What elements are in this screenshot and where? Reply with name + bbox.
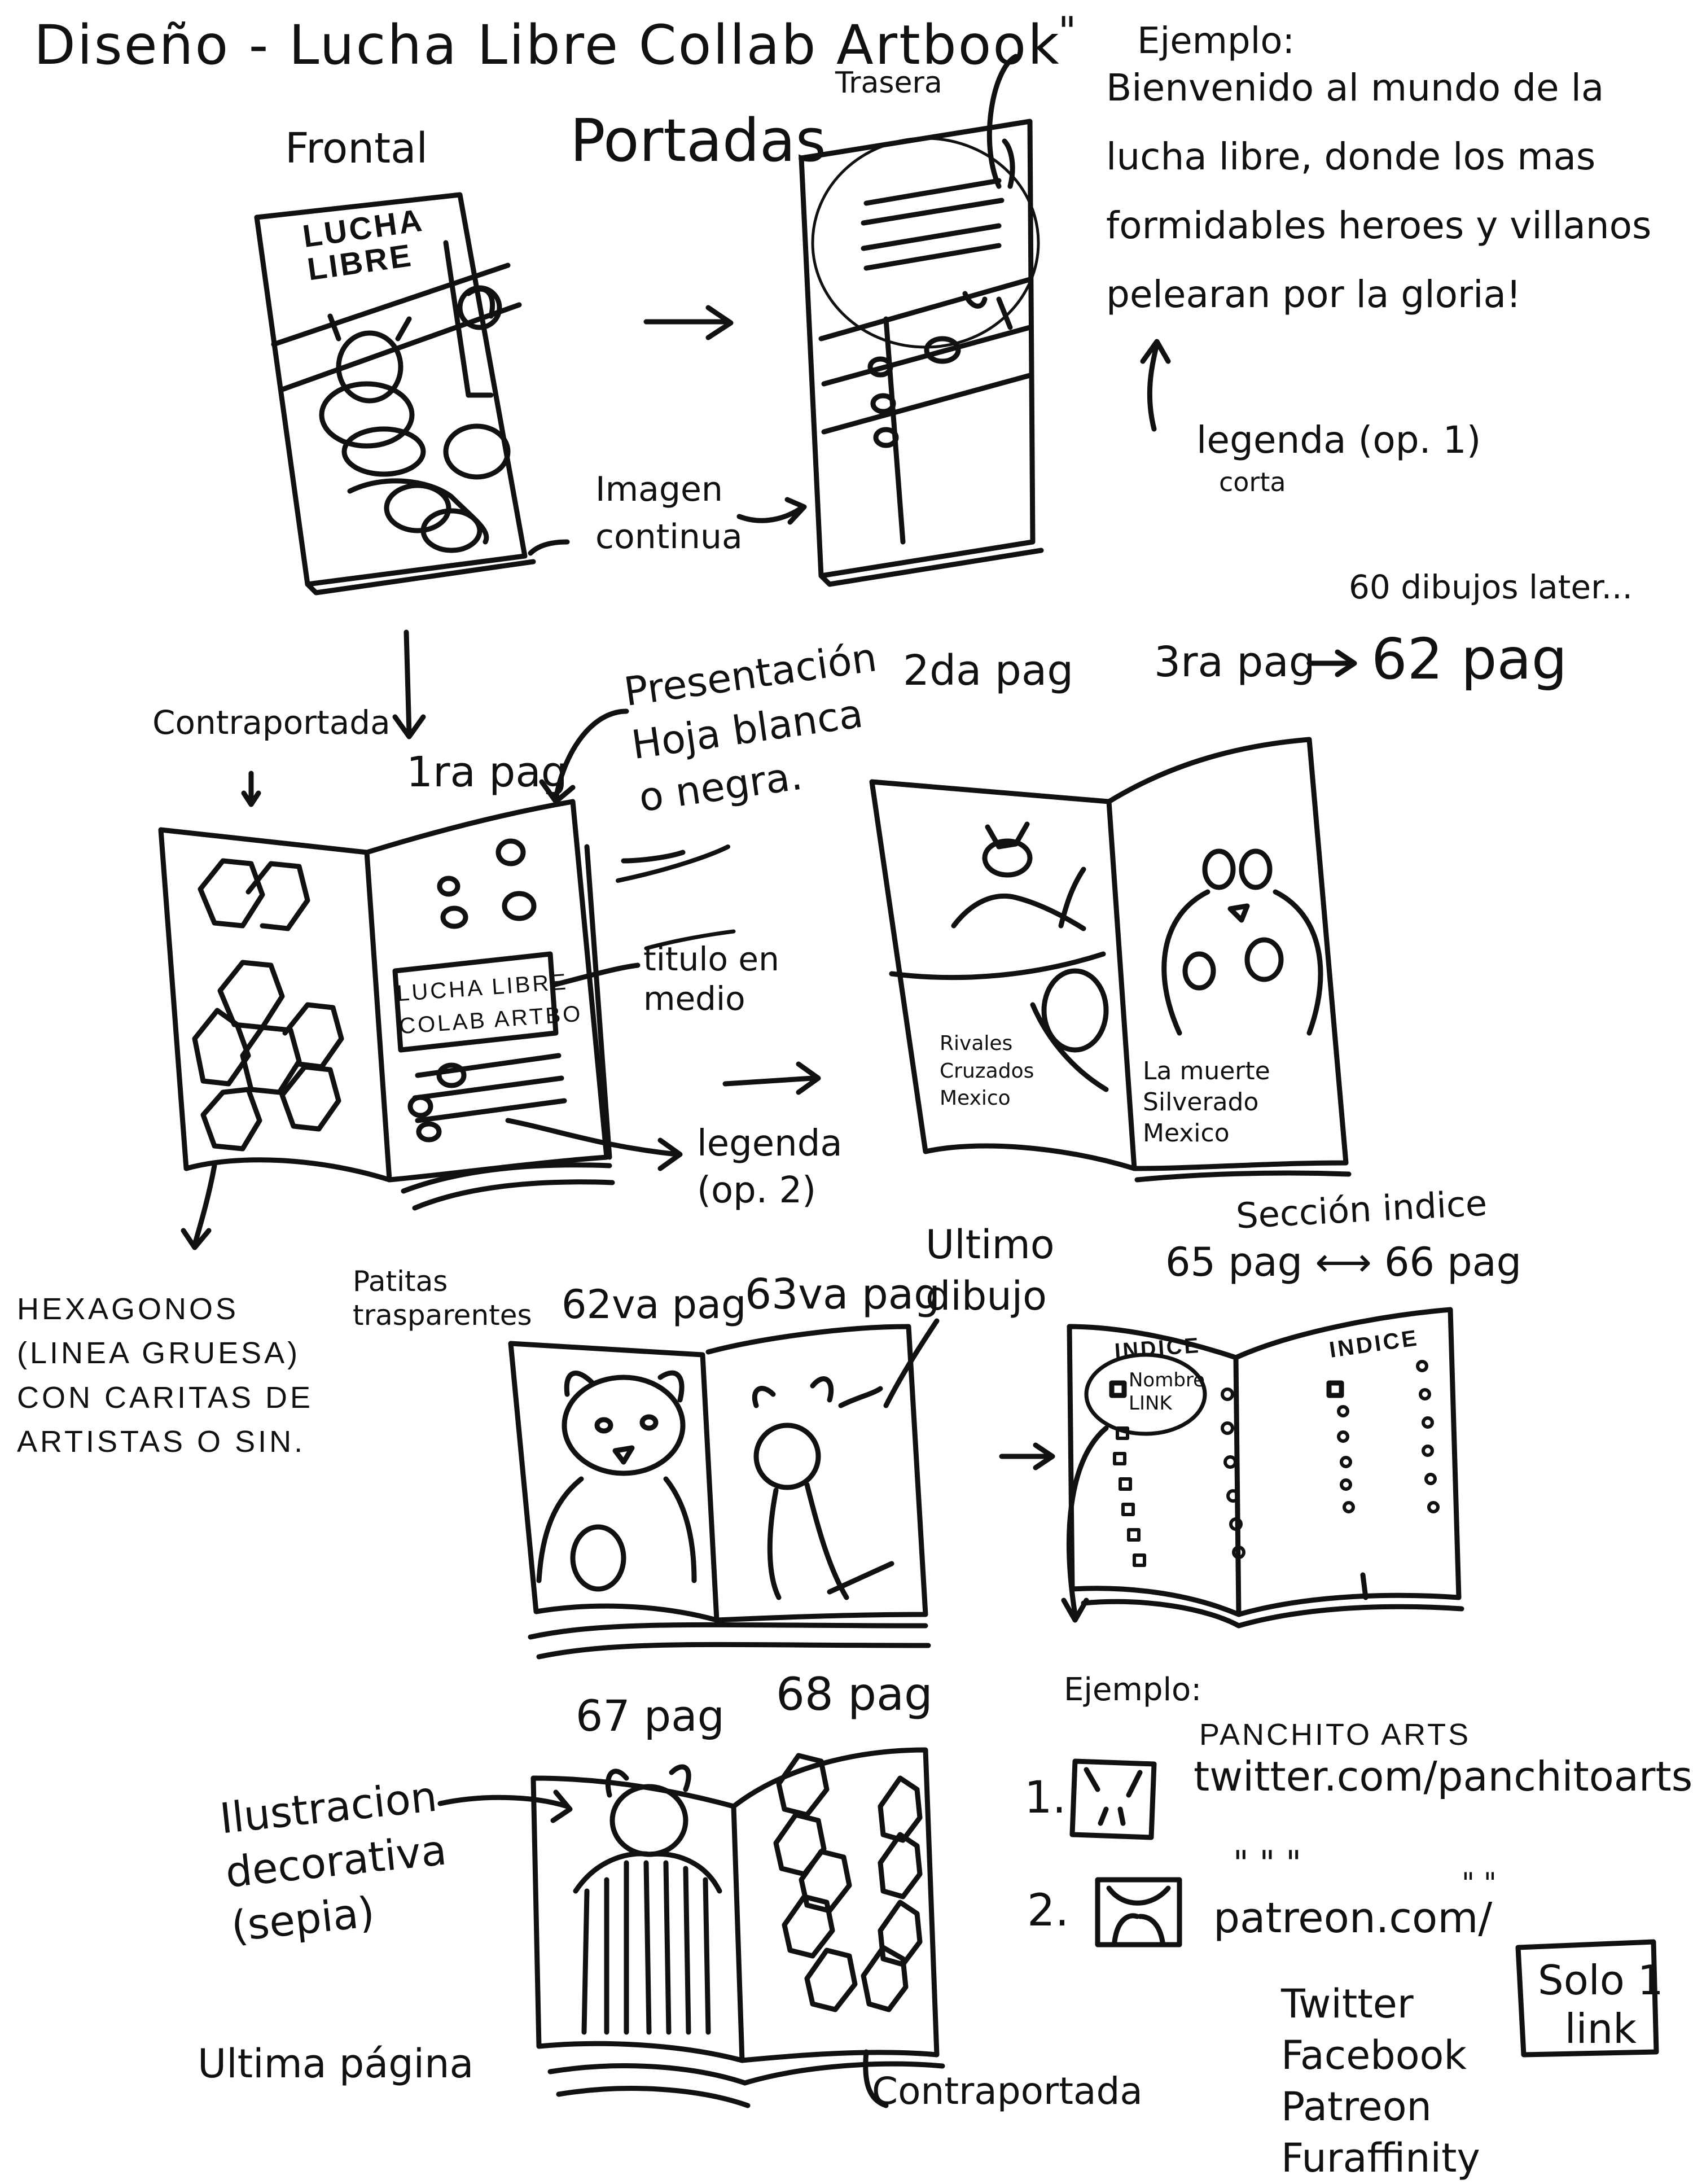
back-cover-sketch xyxy=(799,119,1044,587)
label-60-later: 60 dibujos later... xyxy=(1349,568,1633,606)
quote-mark: " xyxy=(1058,8,1077,55)
page-title: Diseño - Lucha Libre Collab Artbook xyxy=(34,14,1061,77)
arrow-up-icon xyxy=(1140,339,1171,432)
front-cover-sketch xyxy=(254,192,536,596)
example-top-heading: Ejemplo: xyxy=(1137,20,1295,62)
label-62va-pag: 62va pag xyxy=(562,1281,747,1328)
label-62-pag-top: 62 pag xyxy=(1371,626,1568,692)
solo-link-note: Solo 1 link xyxy=(1538,1957,1664,2053)
label-last-page: Ultima página xyxy=(198,2041,474,2087)
label-back: Trasera xyxy=(835,66,942,100)
label-contraportada-end: Contraportada xyxy=(872,2069,1143,2113)
label-illustration: Ilustracion decorativa (sepia) xyxy=(217,1772,449,1951)
caption-left: Rivales Cruzados Mexico xyxy=(940,1032,1034,1110)
example-item2-number: 2. xyxy=(1027,1885,1069,1936)
book-inner-title: LUCHA LIBRE COLAB ARTBO xyxy=(396,969,584,1039)
artwork-spread-sketch xyxy=(869,737,1352,1183)
label-portadas: Portadas xyxy=(570,106,826,175)
label-paws: Patitas trasparentes xyxy=(353,1265,532,1332)
label-legend-op2: legenda (op. 2) xyxy=(697,1123,843,1212)
index-name-link: Nombre LINK xyxy=(1129,1369,1205,1415)
label-index-pages: 65 pag ⟷ 66 pag xyxy=(1165,1239,1522,1285)
label-front: Frontal xyxy=(285,124,428,173)
solo-link-box xyxy=(1515,1939,1659,2058)
example-top-text: Bienvenido al mundo de la lucha libre, d… xyxy=(1106,66,1652,317)
label-contraportada: Contraportada xyxy=(152,703,391,742)
label-67-pag: 67 pag xyxy=(576,1691,725,1741)
example-item2-ditto: " " " xyxy=(1233,1844,1301,1883)
avatar-sketch xyxy=(1095,1877,1182,1947)
arrow-down-icon xyxy=(392,629,426,739)
label-hexagons: HEXAGONOS (LINEA GRUESA) CON CARITAS DE … xyxy=(17,1292,314,1459)
example-item1-name: PANCHITO ARTS xyxy=(1199,1718,1471,1752)
example-item2-ditto2: " " xyxy=(1462,1867,1497,1899)
example-item1-number: 1. xyxy=(1024,1772,1067,1823)
arrow-icon xyxy=(643,305,734,340)
arrow-down-icon xyxy=(1061,1425,1109,1623)
last-spread-sketch xyxy=(508,1324,931,1660)
avatar-sketch xyxy=(1069,1758,1157,1840)
platform-list: Twitter Facebook Patreon Furaffinity xyxy=(1281,1981,1480,2181)
label-continuous: Imagen continua xyxy=(595,470,743,557)
label-63va-pag: 63va pag xyxy=(745,1270,941,1319)
example-bottom-heading: Ejemplo: xyxy=(1064,1671,1202,1708)
label-68-pag: 68 pag xyxy=(776,1668,933,1721)
example-item1-link: twitter.com/panchitoarts xyxy=(1194,1753,1693,1800)
intro-spread-sketch xyxy=(158,799,615,1211)
label-second-page: 2da pag xyxy=(903,646,1074,695)
end-spread-sketch xyxy=(530,1747,945,2108)
index-spread-sketch xyxy=(1067,1307,1464,1629)
label-third-page: 3ra pag xyxy=(1154,638,1315,686)
label-first-page: 1ra pag xyxy=(406,748,568,796)
label-title-middle: titulo en medio xyxy=(643,940,779,1018)
label-last-drawing: Ultimo dibujo xyxy=(926,1222,1055,1319)
legend-short: legenda (op. 1) xyxy=(1196,418,1481,462)
caption-right: La muerte Silverado Mexico xyxy=(1143,1057,1270,1148)
example-item2-link: patreon.com/ xyxy=(1213,1894,1493,1942)
legend-short-sub: corta xyxy=(1219,467,1286,497)
